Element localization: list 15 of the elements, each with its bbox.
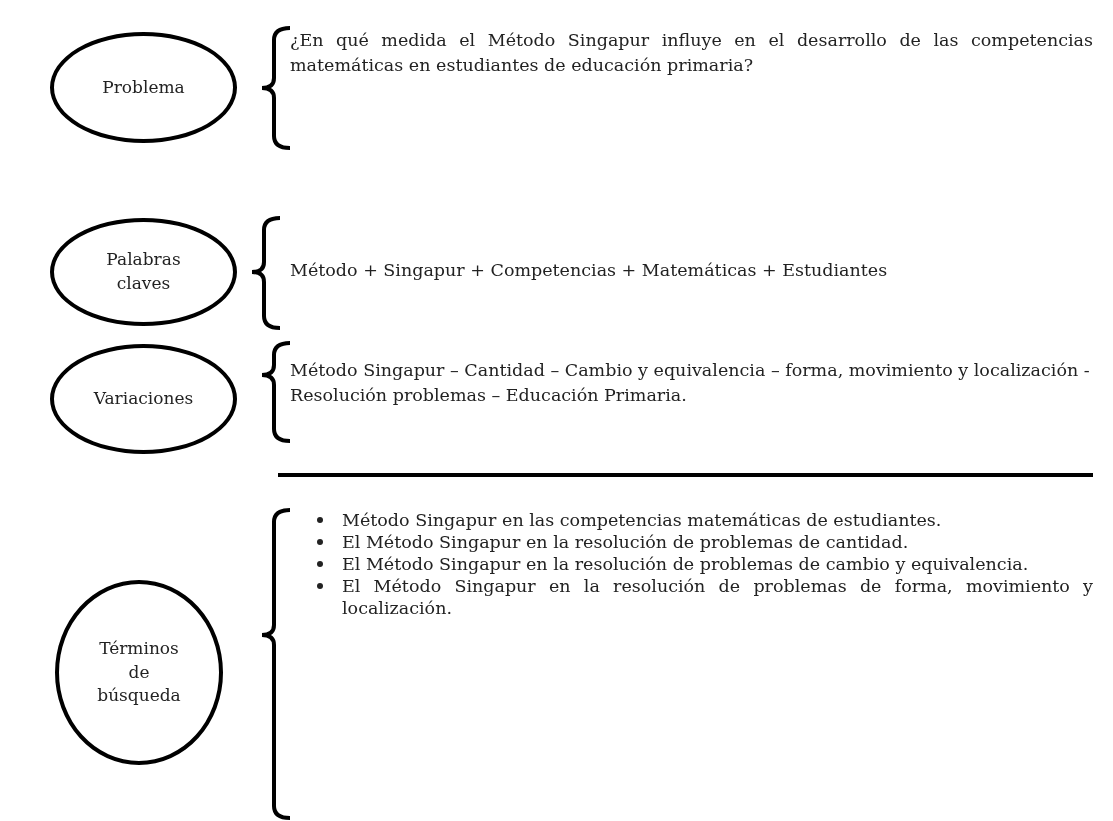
ellipse <box>50 344 237 454</box>
node-label: Términos de búsqueda <box>97 636 181 708</box>
list-item: Método Singapur en las competencias matemáticas de estudiantes. <box>342 509 943 531</box>
description-text: Método + Singapur + Competencias + Matemáticas + Estudiantes <box>290 259 889 282</box>
node-label: Palabras claves <box>105 248 182 295</box>
ellipse <box>55 580 223 765</box>
description-text: Método Singapur – Cantidad – Cambio y equivalencia – forma, movimiento y localización - Resolución problemas – Educación Primaria. <box>290 359 1091 407</box>
ellipse <box>50 32 237 143</box>
node-label: Variaciones <box>93 387 194 411</box>
ellipse <box>50 218 237 326</box>
description-text: ¿En qué medida el Método Singapur influye en el desarrollo de las competencias matemáticas en estudiantes de educación primaria? <box>290 29 1093 77</box>
list-item: El Método Singapur en la resolución de problemas de cambio y equivalencia. <box>342 553 1030 575</box>
node-label: Problema <box>102 75 185 99</box>
list-item: El Método Singapur en la resolución de problemas de cantidad. <box>342 531 910 553</box>
list-item: El Método Singapur en la resolución de problemas de forma, movimiento y localización. <box>342 575 1093 619</box>
